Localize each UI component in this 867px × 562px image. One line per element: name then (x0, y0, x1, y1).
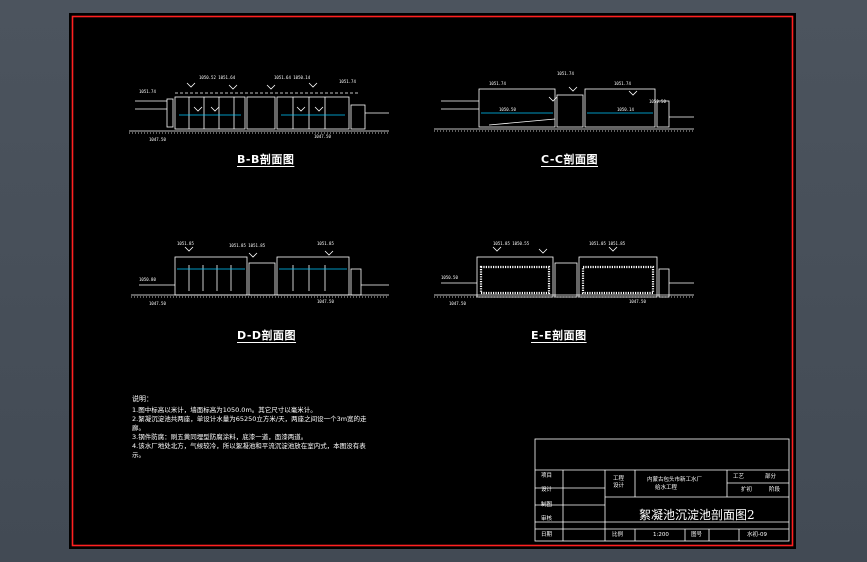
svg-text:1051.74: 1051.74 (489, 81, 506, 86)
section-ee-drawing: 1051.85 1050.55 1051.05 1051.85 1050.50 … (434, 241, 694, 306)
section-ee-caption: E-E剖面图 (531, 329, 587, 342)
tb-drawing-no-value: 水初-09 (747, 532, 767, 538)
tb-label-date: 日期 (541, 532, 553, 538)
section-bb-drawing: 1051.74 1050.52 1051.64 1051.64 1050.14 … (129, 75, 389, 142)
tb-label-design: 设计 (541, 487, 553, 493)
tb-project-name-1: 内蒙古包头市新工水厂 (647, 477, 703, 483)
tb-drawing-no-label: 图号 (691, 532, 703, 538)
tb-right-top-1: 工艺 (733, 474, 745, 480)
note-item: 3.钢件防腐：刷五黄同埋型防腐涂料，底漆一道，面漆两道。 (132, 433, 308, 441)
svg-text:1050.80: 1050.80 (139, 277, 156, 282)
drawing-canvas: 1051.74 1050.52 1051.64 1051.64 1050.14 … (71, 15, 794, 547)
section-dd-drawing: 1051.85 1051.85 1051.85 1051.85 1050.80 … (131, 241, 389, 306)
design-notes: 说明： 1.图中标高以米计，墙面标高为1050.0m。其它尺寸以毫米计。 2.絮… (132, 395, 372, 460)
svg-text:1051.74: 1051.74 (557, 71, 574, 76)
svg-text:1051.85: 1051.85 (317, 241, 334, 246)
svg-text:1050.50: 1050.50 (499, 107, 516, 112)
tb-project-label: 工程 (613, 476, 625, 482)
svg-text:1051.05 1051.85: 1051.05 1051.85 (589, 241, 626, 246)
svg-text:1047.50: 1047.50 (449, 301, 466, 306)
tb-right-top-2: 部分 (765, 474, 777, 480)
drawing-title: 絮凝池沉淀池剖面图2 (639, 508, 755, 522)
tb-label-review: 审核 (541, 516, 553, 522)
tb-scale-value: 1:200 (653, 532, 669, 538)
svg-text:1051.74: 1051.74 (139, 89, 156, 94)
svg-text:1051.64 1050.14: 1051.64 1050.14 (274, 75, 311, 80)
section-cc-caption: C-C剖面图 (541, 153, 598, 166)
svg-text:1047.50: 1047.50 (149, 137, 166, 142)
section-bb-caption: B-B剖面图 (237, 153, 295, 166)
red-sheet-border (71, 15, 794, 547)
note-item: 1.图中标高以米计，墙面标高为1050.0m。其它尺寸以毫米计。 (132, 406, 317, 414)
svg-text:1050.50: 1050.50 (441, 275, 458, 280)
svg-text:1050.14: 1050.14 (617, 107, 634, 112)
title-block-grid (534, 438, 790, 542)
tb-project-name-2: 给水工程 (655, 485, 678, 491)
tb-right-mid-1: 扩初 (741, 487, 753, 493)
tb-label-project: 项目 (541, 473, 553, 479)
tb-label-drafting: 制图 (541, 502, 553, 508)
svg-text:1047.50: 1047.50 (629, 299, 646, 304)
svg-text:1047.50: 1047.50 (314, 134, 331, 139)
tb-right-mid-2: 阶段 (769, 487, 781, 493)
section-cc-drawing: 1051.74 1051.74 1051.74 1050.50 1050.14 … (434, 71, 694, 132)
note-item: 2.絮凝沉淀池共两座，单设计水量为65250立方米/天，两座之间设一个3m宽的走… (132, 415, 367, 432)
tb-project-sub: 设计 (613, 483, 625, 489)
note-item: 4.该水厂地处北方，气候较冷，所以絮凝池和平流沉淀池放在室内式，本图没有表示。 (132, 442, 366, 459)
notes-title: 说明： (132, 395, 153, 403)
svg-text:1047.50: 1047.50 (149, 301, 166, 306)
svg-text:1047.50: 1047.50 (317, 299, 334, 304)
svg-text:1051.85 1051.85: 1051.85 1051.85 (229, 243, 266, 248)
svg-text:1051.85 1050.55: 1051.85 1050.55 (493, 241, 530, 246)
svg-text:1050.52 1051.64: 1050.52 1051.64 (199, 75, 236, 80)
section-dd-caption: D-D剖面图 (237, 329, 297, 342)
tb-scale-label: 比例 (612, 532, 624, 538)
svg-text:1051.74: 1051.74 (339, 79, 356, 84)
svg-text:1050.50: 1050.50 (649, 99, 666, 104)
svg-text:1051.74: 1051.74 (614, 81, 631, 86)
drawing-sheet: 1051.74 1050.52 1051.64 1051.64 1050.14 … (69, 13, 796, 549)
svg-text:1051.85: 1051.85 (177, 241, 194, 246)
